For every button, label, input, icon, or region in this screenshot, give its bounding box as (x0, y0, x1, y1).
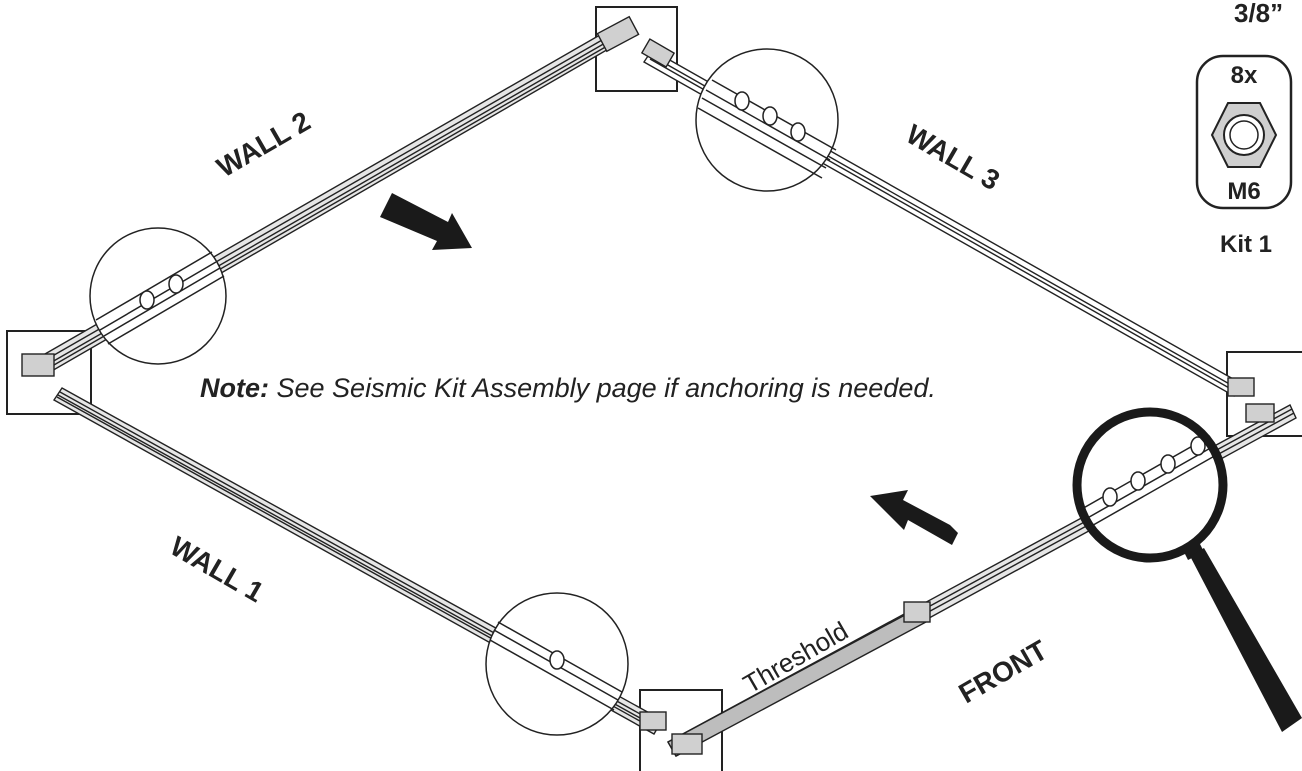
note-text: See Seismic Kit Assembly page if anchori… (269, 373, 936, 403)
corner-box-left (6, 330, 92, 415)
zoom-circle-wall-1 (485, 592, 629, 736)
zoom-circle-wall-3 (695, 48, 839, 192)
threshold-plate (667, 607, 927, 757)
corner-box-right (1226, 351, 1302, 437)
label-wall-1: WALL 1 (165, 530, 269, 608)
arrow-icon (870, 490, 958, 545)
label-front: FRONT (954, 634, 1053, 709)
assembly-note: Note: See Seismic Kit Assembly page if a… (200, 373, 936, 403)
zoom-circles (89, 48, 1222, 736)
hex-nut-icon (1210, 102, 1278, 168)
label-wall-2: WALL 2 (212, 105, 316, 183)
hardware-callout: 3/8” 8x M6 Kit 1 (1195, 0, 1293, 258)
arrow-icon (380, 193, 472, 250)
label-wall-3: WALL 3 (901, 118, 1005, 196)
hardware-kit: Kit 1 (1220, 231, 1272, 258)
note-prefix: Note: (200, 373, 269, 403)
direction-arrows (380, 193, 958, 545)
hardware-thread: M6 (1227, 178, 1260, 205)
hardware-quantity: 8x (1231, 62, 1258, 89)
zoom-circle-wall-2 (89, 227, 227, 365)
magnifier-icon (1072, 407, 1302, 732)
hardware-size: 3/8” (1234, 0, 1283, 28)
